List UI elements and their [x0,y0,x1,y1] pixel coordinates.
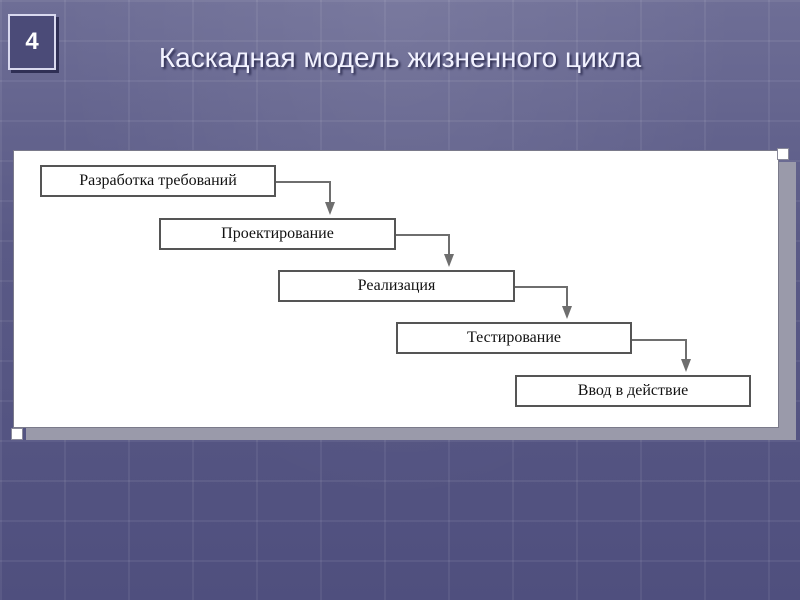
slide-number-badge: 4 [8,14,56,70]
arrow-head-3 [562,306,572,319]
connector-line-3 [515,286,568,310]
stage-implementation: Реализация [278,270,515,302]
connector-line-4 [632,339,687,363]
arrow-head-1 [325,202,335,215]
panel-corner-bottom-left [11,428,23,440]
stage-design: Проектирование [159,218,396,250]
arrow-head-4 [681,359,691,372]
stage-deployment: Ввод в действие [515,375,751,407]
stage-testing: Тестирование [396,322,632,354]
connector-line-2 [396,234,450,258]
panel-corner-top-right [777,148,789,160]
slide-title: Каскадная модель жизненного цикла [158,42,642,73]
connector-line-1 [276,181,331,206]
stage-requirements: Разработка требований [40,165,276,197]
arrow-head-2 [444,254,454,267]
